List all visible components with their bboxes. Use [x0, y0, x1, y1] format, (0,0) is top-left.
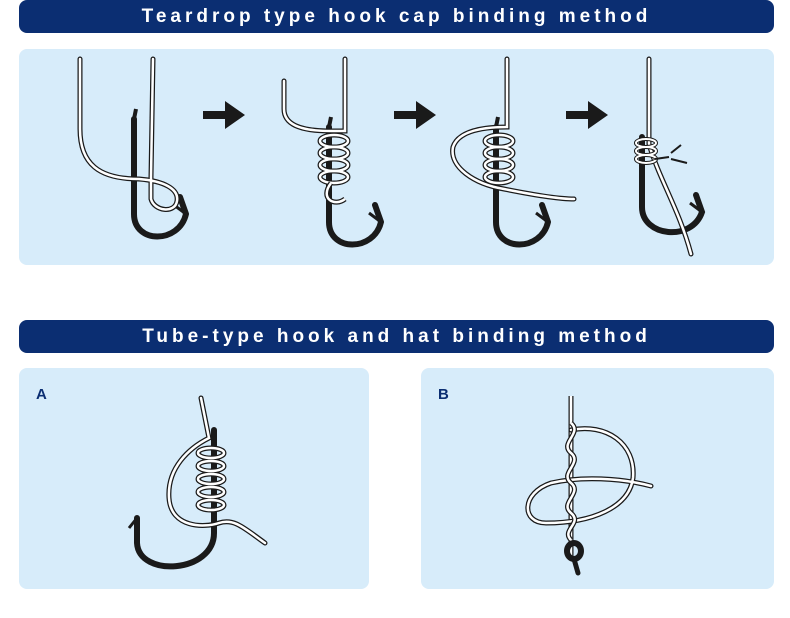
- section-2-title-text: Tube-type hook and hat binding method: [142, 325, 651, 347]
- section-1-title-text: Teardrop type hook cap binding method: [141, 5, 652, 27]
- arrow-right-icon: [566, 101, 608, 129]
- panel-a-label: A: [36, 386, 47, 403]
- arrow-right-icon: [394, 101, 436, 129]
- panel-a-hook-icon: [127, 427, 217, 570]
- panel-b-label: B: [438, 386, 449, 403]
- step-4-fishing-line-icon: [634, 56, 694, 257]
- panel-a-diagram: [127, 395, 268, 570]
- step-2-fishing-line-icon: [281, 56, 351, 205]
- panel-b-diagram: [525, 396, 654, 576]
- section-1-title: Teardrop type hook cap binding method: [19, 0, 774, 33]
- teardrop-steps-diagram: [77, 56, 706, 257]
- panel-a-fishing-line-icon: [166, 395, 268, 546]
- teardrop-steps-panel: [19, 49, 774, 265]
- arrow-right-icon: [203, 101, 245, 129]
- panel-b-fishing-line-icon: [525, 396, 654, 558]
- step-1-hook-icon: [134, 109, 186, 237]
- panel-b-hook-eye-icon: [564, 540, 584, 576]
- step-4-hook-icon: [639, 134, 706, 236]
- step-3-fishing-line-icon: [450, 56, 577, 202]
- panel-a: A: [19, 368, 369, 589]
- step-1-fishing-line-icon: [77, 56, 180, 212]
- section-2-title: Tube-type hook and hat binding method: [19, 320, 774, 353]
- panel-b: B: [421, 368, 774, 589]
